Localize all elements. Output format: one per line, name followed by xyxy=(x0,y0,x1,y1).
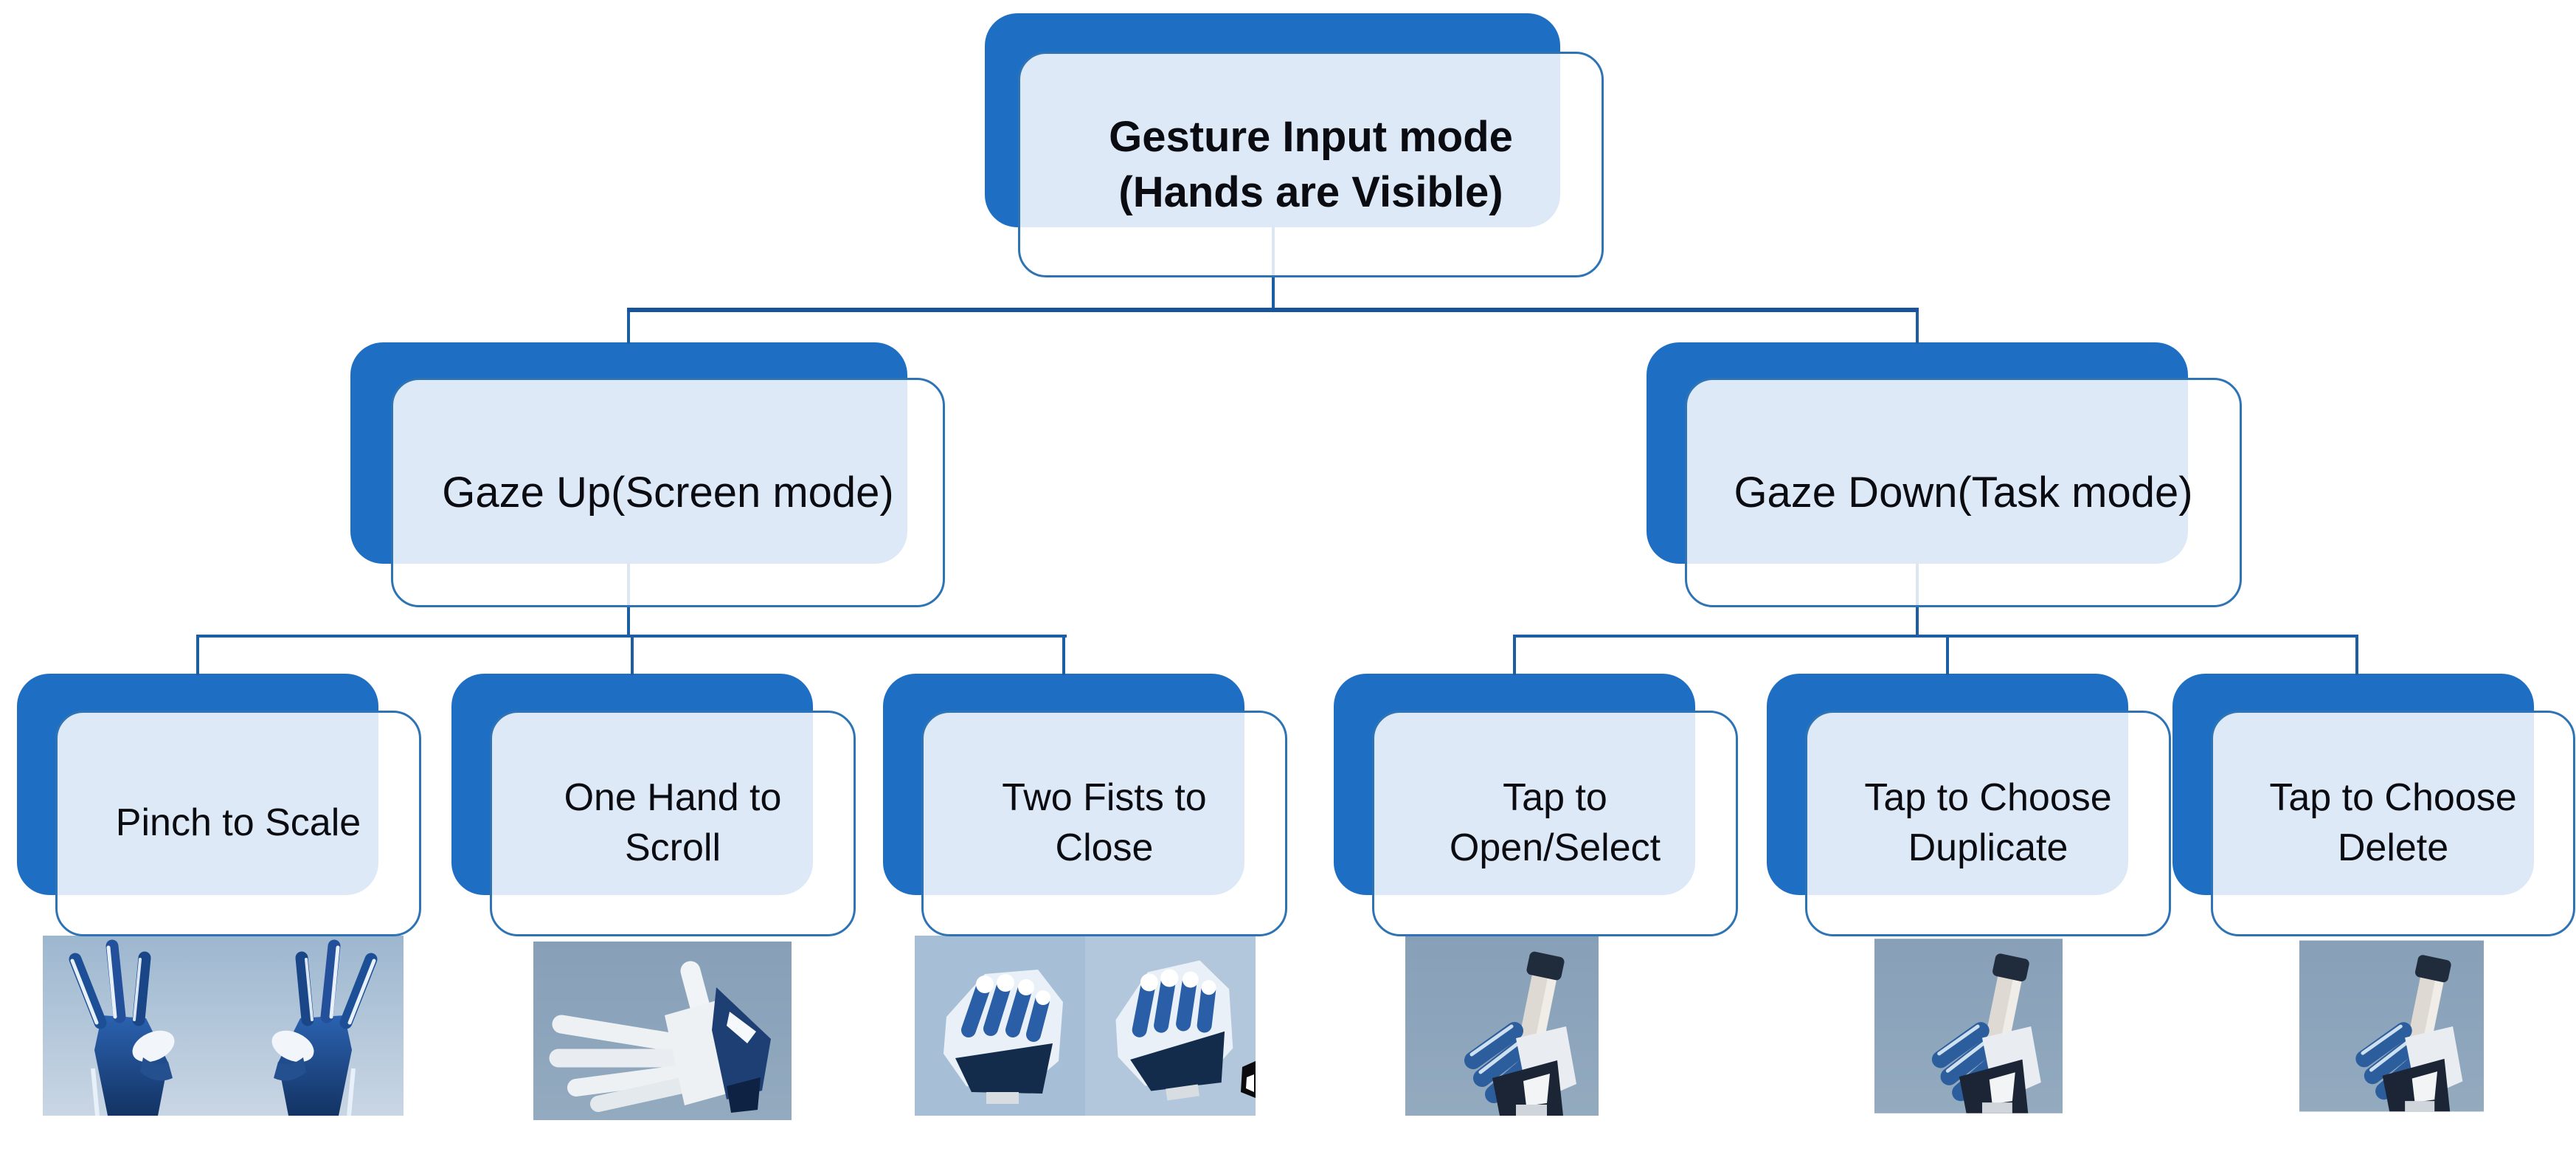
tap-open-select-photo xyxy=(1405,936,1599,1116)
connector-level1-horizontal xyxy=(627,308,1919,312)
connector-drop-gaze-down xyxy=(1916,312,1919,344)
leaf-tap-to-open-select-label: Tap to Open/Select xyxy=(1449,776,1661,869)
connector-drop-open-select xyxy=(1513,638,1516,675)
connector-drop-pinch xyxy=(196,638,199,675)
two-fists-photo xyxy=(915,936,1256,1116)
root-node-card: Gesture Input mode (Hands are Visible) xyxy=(1018,52,1604,277)
leaf-pinch-to-scale-label: Pinch to Scale xyxy=(115,801,361,845)
connector-drop-scroll xyxy=(631,638,634,675)
node-gaze-up-card: Gaze Up(Screen mode) xyxy=(391,378,945,607)
node-gaze-up-label: Gaze Up(Screen mode) xyxy=(442,468,894,517)
leaf-tap-to-choose-duplicate-label: Tap to Choose Duplicate xyxy=(1864,776,2112,869)
leaf-pinch-to-scale-card: Pinch to Scale xyxy=(55,711,421,936)
connector-drop-gaze-up xyxy=(627,312,630,344)
leaf-tap-to-choose-delete-label: Tap to Choose Delete xyxy=(2269,776,2517,869)
connector-drop-close xyxy=(1062,638,1065,675)
connector-drop-delete xyxy=(2355,638,2358,675)
leaf-two-fists-to-close-label: Two Fists to Close xyxy=(1002,776,1207,869)
tap-duplicate-photo xyxy=(1874,936,2063,1116)
connector-right-leaves-horizontal xyxy=(1513,635,2358,638)
tap-delete-photo xyxy=(2299,936,2484,1116)
connector-left-leaves-horizontal xyxy=(196,635,1067,638)
leaf-tap-to-open-select-card: Tap to Open/Select xyxy=(1372,711,1738,936)
open-palm-photo xyxy=(533,942,792,1120)
node-gaze-down-card: Gaze Down(Task mode) xyxy=(1685,378,2242,607)
leaf-one-hand-to-scroll-label: One Hand to Scroll xyxy=(564,776,782,869)
root-node-label: Gesture Input mode (Hands are Visible) xyxy=(1109,112,1513,216)
cropped-fragment-icon xyxy=(1241,1061,1256,1098)
leaf-two-fists-to-close-card: Two Fists to Close xyxy=(921,711,1287,936)
connector-drop-duplicate xyxy=(1946,638,1949,675)
leaf-one-hand-to-scroll-card: One Hand to Scroll xyxy=(490,711,856,936)
node-gaze-down-label: Gaze Down(Task mode) xyxy=(1734,468,2193,517)
leaf-tap-to-choose-delete-card: Tap to Choose Delete xyxy=(2211,711,2575,936)
pinch-hands-photo xyxy=(43,936,404,1116)
leaf-tap-to-choose-duplicate-card: Tap to Choose Duplicate xyxy=(1805,711,2171,936)
